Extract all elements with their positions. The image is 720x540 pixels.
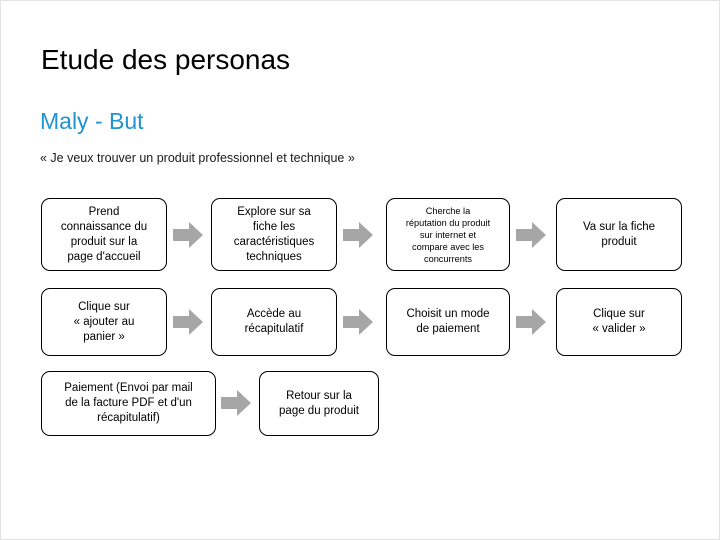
arrow-right-icon — [343, 307, 373, 337]
flow-box[interactable]: Va sur la fiche produit — [556, 198, 682, 271]
flow-box-label: Retour sur la page du produit — [279, 389, 359, 417]
flow-box-label: Clique sur « valider » — [592, 308, 646, 335]
section-subtitle: Maly - But — [40, 108, 144, 134]
flow-box[interactable]: Clique sur « ajouter au panier » — [41, 288, 167, 356]
flow-box-label: Paiement (Envoi par mail de la facture P… — [64, 382, 193, 424]
flow-box-label: Clique sur « ajouter au panier » — [73, 300, 135, 343]
flow-box-label: Cherche la réputation du produit sur int… — [405, 205, 491, 264]
flow-box[interactable]: Prend connaissance du produit sur la pag… — [41, 198, 167, 271]
flow-box[interactable]: Accède au récapitulatif — [211, 288, 337, 356]
flow-box[interactable]: Paiement (Envoi par mail de la facture P… — [41, 371, 216, 436]
flow-box[interactable]: Explore sur sa fiche les caractéristique… — [211, 198, 337, 271]
flow-box-label: Accède au récapitulatif — [244, 308, 304, 335]
flow-box-label: Va sur la fiche produit — [582, 220, 655, 248]
arrow-right-icon — [516, 220, 546, 250]
flow-box[interactable]: Cherche la réputation du produit sur int… — [386, 198, 510, 271]
page-title: Etude des personas — [41, 44, 291, 75]
flow-box-label: Choisit un mode de paiement — [406, 308, 490, 335]
flow-box[interactable]: Choisit un mode de paiement — [386, 288, 510, 356]
flow-box[interactable]: Retour sur la page du produit — [259, 371, 379, 436]
arrow-right-icon — [516, 307, 546, 337]
persona-quote: « Je veux trouver un produit professionn… — [40, 151, 355, 165]
arrow-right-icon — [173, 307, 203, 337]
arrow-right-icon — [173, 220, 203, 250]
arrow-right-icon — [221, 388, 251, 418]
flow-box-label: Explore sur sa fiche les caractéristique… — [233, 205, 315, 263]
arrow-right-icon — [343, 220, 373, 250]
flow-box-label: Prend connaissance du produit sur la pag… — [60, 205, 148, 263]
flow-box[interactable]: Clique sur « valider » — [556, 288, 682, 356]
